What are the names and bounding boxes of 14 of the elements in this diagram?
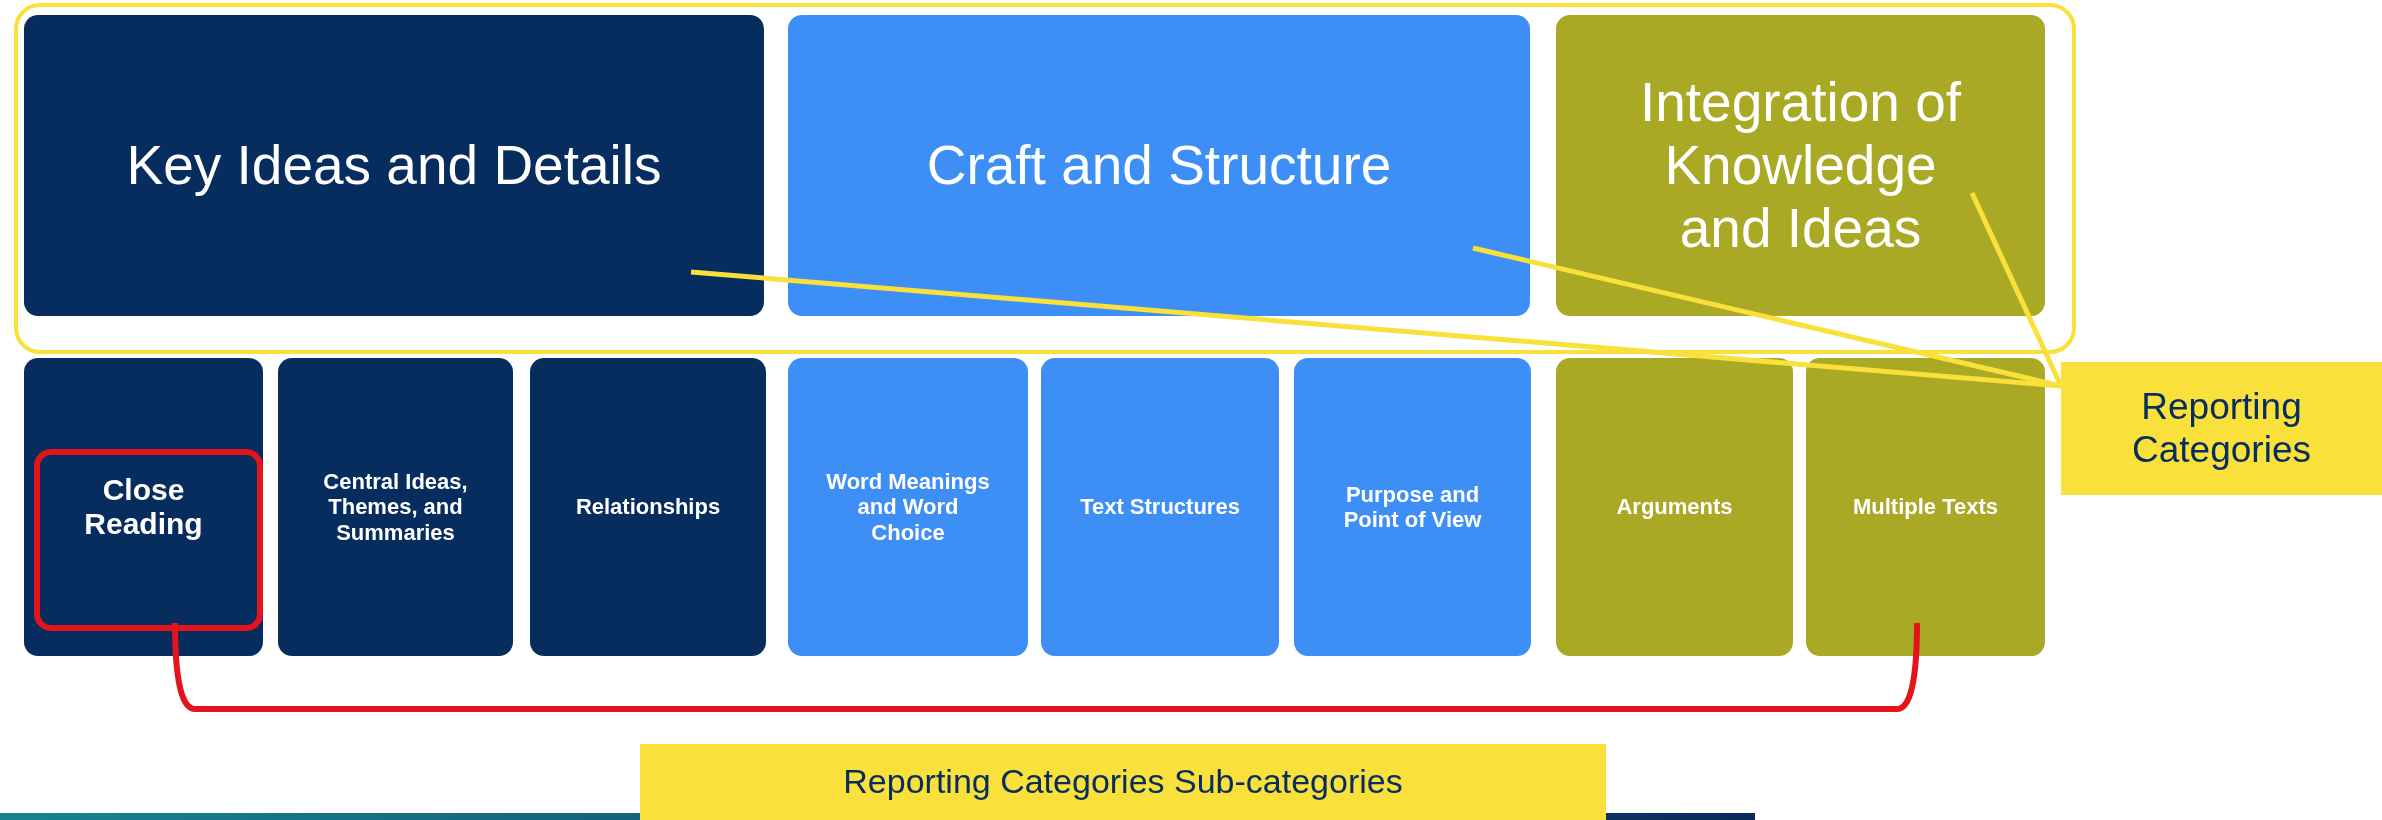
subcategory-box: Text Structures [1041,358,1279,656]
subcategory-box: Arguments [1556,358,1793,656]
category-box: Craft and Structure [788,15,1530,316]
subcategory-box: Relationships [530,358,766,656]
callout-box: Reporting Categories [2061,362,2382,495]
leader-line [1472,245,2062,389]
category-box: Key Ideas and Details [24,15,764,316]
caption-box: Reporting Categories Sub-categories [640,744,1606,820]
subcategory-box: Close Reading [24,358,263,656]
subcategory-box: Word Meanings and Word Choice [788,358,1028,656]
category-box: Integration of Knowledge and Ideas [1556,15,2045,316]
subcategory-box: Central Ideas, Themes, and Summaries [278,358,513,656]
subcategory-box: Purpose and Point of View [1294,358,1531,656]
subcategory-box: Multiple Texts [1806,358,2045,656]
